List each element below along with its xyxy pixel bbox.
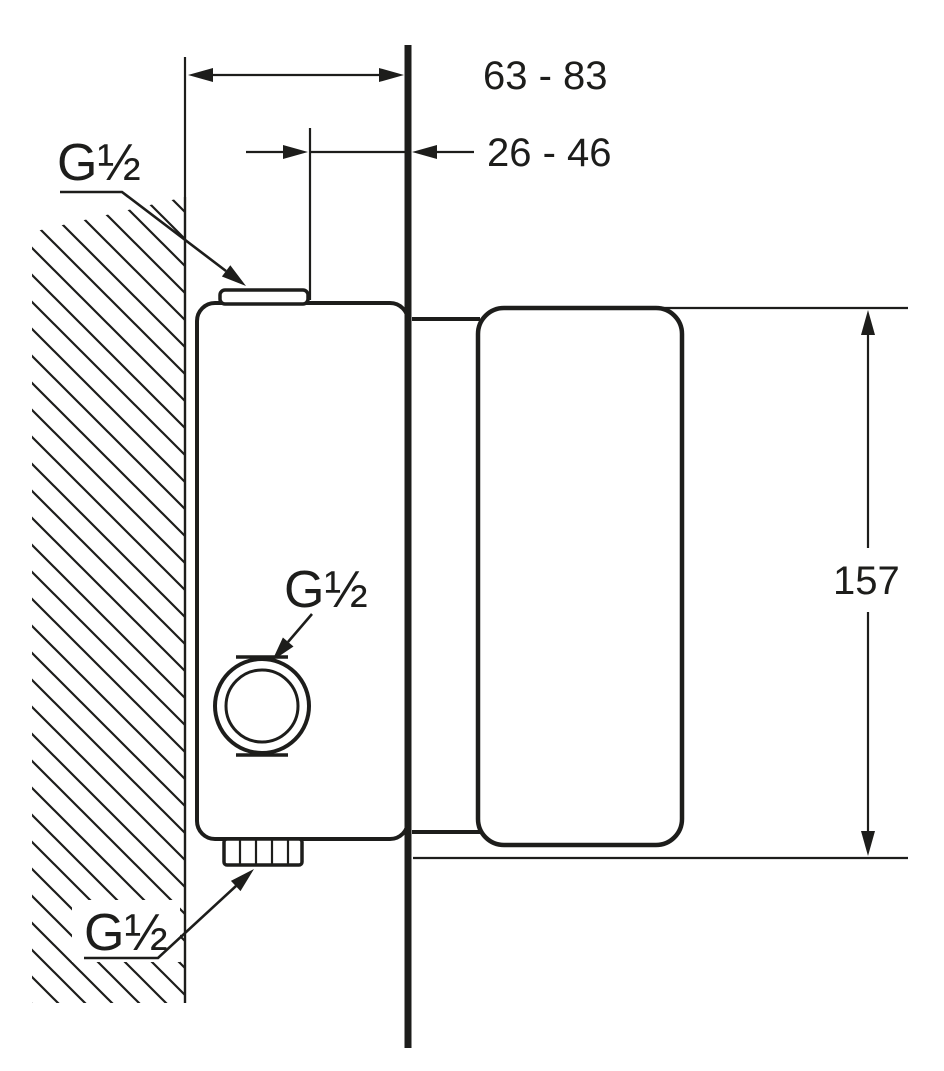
handle-housing [475, 305, 685, 848]
dimension-depth-finished: 26 - 46 [246, 128, 612, 300]
dim-arrow-right-icon [379, 68, 404, 82]
dimension-height: 157 [413, 306, 908, 860]
dim-arrow-inward-left-icon [412, 145, 437, 159]
dim-arrow-left-icon [188, 68, 213, 82]
callout-side-outlet: G½ [272, 561, 368, 661]
callout-bottom-outlet: G½ [84, 869, 254, 962]
top-inlet-fitting [218, 288, 310, 306]
dim-arrow-up-icon [861, 310, 875, 335]
leader-arrow-top-inlet-icon [221, 265, 246, 286]
bottom-outlet-fitting [222, 837, 304, 867]
thread-label-top-inlet: G½ [57, 134, 141, 192]
dim-height-label: 157 [833, 559, 900, 603]
dimension-depth-total: 63 - 83 [183, 54, 608, 197]
leader-line-bottom-outlet [84, 885, 237, 960]
wall-section-hatch [32, 197, 185, 1003]
dim-arrow-down-icon [861, 831, 875, 856]
bottom-thread-label-mask [72, 900, 180, 962]
side-port-inner-ring [224, 668, 300, 744]
side-port-outer-ring [213, 657, 311, 755]
bottom-outlet-thread-ridges [238, 839, 290, 865]
dim-depth-finished-label: 26 - 46 [487, 131, 612, 175]
leader-arrow-bottom-outlet-icon [230, 869, 254, 892]
leader-line-side-outlet [287, 613, 313, 643]
thread-label-bottom-outlet: G½ [84, 904, 168, 962]
dim-depth-total-label: 63 - 83 [483, 54, 608, 98]
dim-arrow-inward-right-icon [283, 145, 308, 159]
callout-top-inlet: G½ [57, 134, 246, 286]
thread-label-side-outlet: G½ [284, 561, 368, 619]
leader-arrow-side-outlet-icon [272, 637, 294, 661]
leader-line-top-inlet [60, 190, 227, 273]
